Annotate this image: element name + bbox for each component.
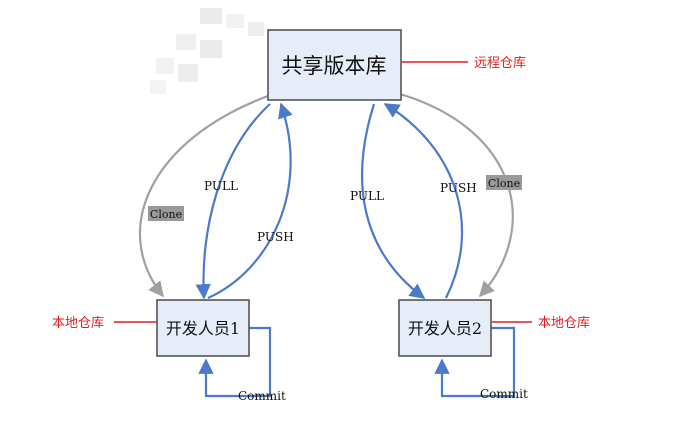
dev1-box <box>156 299 250 357</box>
commit-loop-left-return <box>198 358 234 398</box>
commit-loop-right-return <box>434 358 478 398</box>
dev2-box <box>398 299 492 357</box>
local-repo-note-right: 本地仓库 <box>538 315 590 330</box>
remote-repo-label: 共享版本库 <box>282 54 387 78</box>
push-arrow-left <box>207 102 293 300</box>
pull-arrow-right <box>360 103 426 299</box>
push-arrow-right <box>383 103 464 299</box>
remote-repo-note: 远程仓库 <box>474 55 526 70</box>
remote-repo-box <box>267 29 402 101</box>
pull-label-right: PULL <box>350 189 384 203</box>
commit-loop-left <box>234 326 272 398</box>
commit-loop-right <box>478 326 516 398</box>
clone-badge-right <box>486 175 522 190</box>
clone-label-right: Clone <box>488 177 520 190</box>
dev2-label: 开发人员2 <box>408 319 482 338</box>
dev1-label: 开发人员1 <box>166 319 240 338</box>
clone-label-left: Clone <box>150 208 182 221</box>
push-label-left: PUSH <box>257 230 294 244</box>
push-label-right: PUSH <box>440 181 477 195</box>
clone-arrow-left <box>138 94 269 298</box>
pull-label-left: PULL <box>204 179 238 193</box>
blurred-watermark <box>150 8 264 94</box>
clone-badge-left <box>148 206 184 221</box>
commit-label-left: Commit <box>238 389 286 403</box>
pull-arrow-left <box>195 103 271 300</box>
commit-label-right: Commit <box>480 387 528 401</box>
local-repo-note-left: 本地仓库 <box>52 315 104 330</box>
